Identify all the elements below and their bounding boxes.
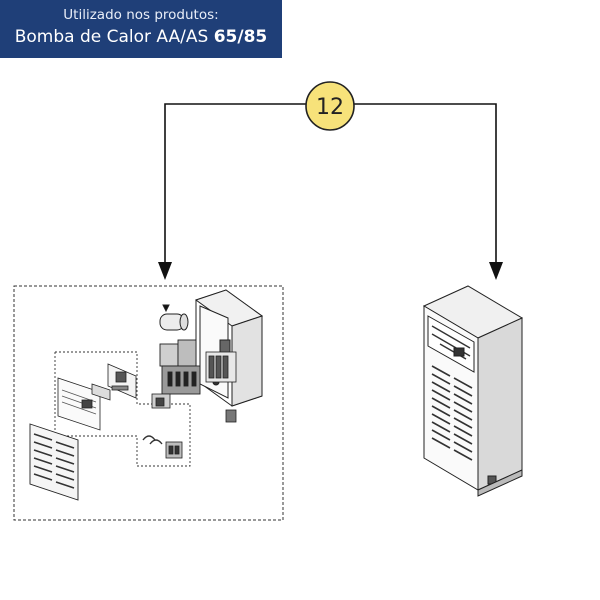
display-panel bbox=[57, 377, 111, 431]
contactor-block bbox=[159, 339, 201, 395]
front-cover-plate bbox=[29, 423, 79, 501]
banner-products: Bomba de Calor AA/AS 65/85 bbox=[0, 27, 282, 47]
product-banner: Utilizado nos produtos: Bomba de Calor A… bbox=[0, 0, 282, 58]
callout-badge: 12 bbox=[305, 81, 355, 131]
banner-product-models: 65/85 bbox=[213, 27, 268, 47]
capacitor bbox=[159, 304, 189, 331]
banner-product-name: Bomba de Calor AA/AS bbox=[14, 27, 214, 47]
arrow-right-icon bbox=[489, 262, 503, 280]
terminal-strip bbox=[205, 351, 237, 383]
exploded-view bbox=[13, 285, 284, 521]
small-components bbox=[151, 393, 237, 423]
callout-number: 12 bbox=[316, 95, 344, 120]
arrow-left-icon bbox=[158, 262, 172, 280]
banner-label: Utilizado nos produtos: bbox=[63, 7, 219, 23]
enclosure-box bbox=[194, 289, 264, 407]
assembled-panel bbox=[422, 285, 524, 497]
callout-connector bbox=[164, 103, 497, 268]
controller-board bbox=[107, 363, 137, 399]
cables bbox=[142, 435, 163, 445]
connector-plug bbox=[165, 441, 183, 459]
